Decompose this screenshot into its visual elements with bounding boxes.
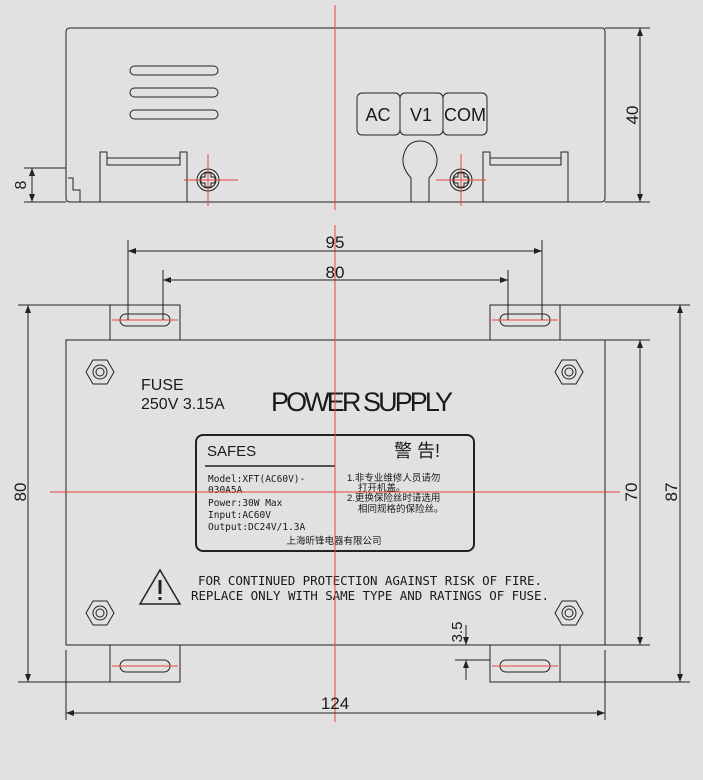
corner-notch [68,177,81,202]
top-body-outline [65,27,606,203]
caution-line-1: FOR CONTINUED PROTECTION AGAINST RISK OF… [198,573,542,588]
dim-label-3-5: 3.5 [449,622,466,643]
label-model-code: 030A5A [208,485,243,496]
bottom-view: FUSE 250V 3.15A POWER SUPPLY SAFES 警 告! … [11,225,690,722]
label-power: Power:30W Max [208,498,283,509]
terminal-com: COM [444,105,486,125]
fuse-rating: 250V 3.15A [141,396,225,413]
warning-triangle-icon [138,568,182,605]
left-bracket [99,151,188,202]
label-company: 上海昕锋电器有限公司 [286,535,381,547]
product-label: SAFES 警 告! Model:XFT(AC60V)- 030A5A Powe… [195,434,475,552]
screw-left [184,154,238,206]
dim-label-80-vertical: 80 [11,483,30,502]
bottom-centerlines [50,225,620,722]
label-output: Output:DC24V/1.3A [208,522,306,533]
label-warn-1a: 1.非专业维修人员请勿 [347,472,440,484]
terminal-block: AC V1 COM [356,92,488,136]
mounting-slots [112,313,558,673]
label-warn-2b: 相同规格的保险丝。 [358,503,444,515]
hex-nuts [85,359,584,626]
label-warn-1b: 打开机盖。 [358,482,406,494]
dim-label-70: 70 [622,483,641,502]
label-warn-2a: 2.更换保险丝时请选用 [347,492,440,504]
right-bracket [482,151,569,202]
dim-label-40: 40 [623,106,642,125]
fuse-label: FUSE [141,377,184,394]
caution-line-2: REPLACE ONLY WITH SAME TYPE AND RATINGS … [191,588,549,603]
dim-label-87: 87 [662,483,681,502]
label-input: Input:AC60V [208,510,271,521]
label-model: Model:XFT(AC60V)- [208,474,305,485]
dim-label-8: 8 [13,180,30,189]
product-title: POWER SUPPLY [271,387,453,417]
terminal-v1: V1 [410,105,432,125]
dim-label-95: 95 [326,233,345,252]
vent-slots [129,65,219,120]
terminal-ac: AC [365,105,390,125]
dim-label-80-horizontal: 80 [326,263,345,282]
screw-right [436,154,486,206]
top-view: AC V1 COM 40 8 [13,5,650,210]
keyhole-slot [402,140,438,202]
mounting-tabs [109,304,561,683]
label-warning-title: 警 告! [394,441,440,461]
dim-label-124: 124 [321,694,349,713]
label-brand: SAFES [207,443,256,460]
